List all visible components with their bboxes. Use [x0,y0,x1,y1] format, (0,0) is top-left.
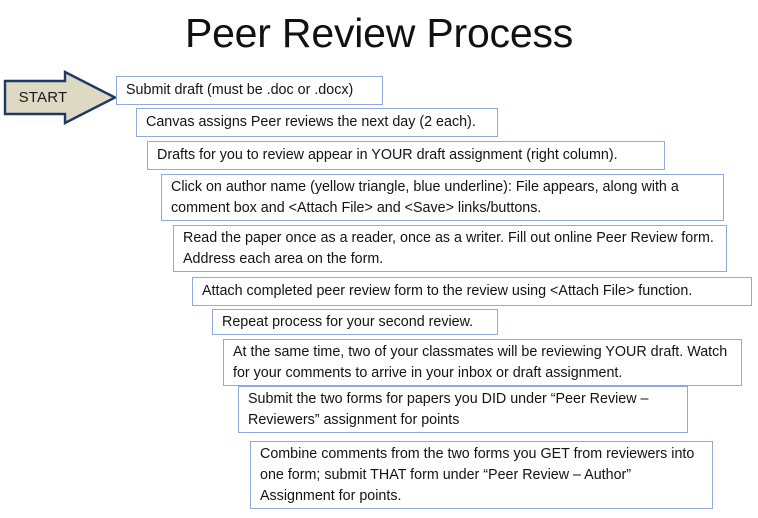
step-text-8: At the same time, two of your classmates… [233,343,728,381]
step-box-7[interactable]: Repeat process for your second review. [212,309,498,335]
step-box-2[interactable]: Canvas assigns Peer reviews the next day… [136,108,498,137]
step-text-3: Drafts for you to review appear in YOUR … [157,147,618,163]
page-title: Peer Review Process [184,10,574,56]
step-box-9[interactable]: Submit the two forms for papers you DID … [238,386,688,433]
step-text-9: Submit the two forms for papers you DID … [248,390,649,428]
step-text-10: Combine comments from the two forms you … [260,445,695,504]
step-text-5: Read the paper once as a reader, once as… [183,229,714,267]
step-box-8[interactable]: At the same time, two of your classmates… [223,339,742,386]
start-arrow-icon [3,70,118,125]
step-text-7: Repeat process for your second review. [222,313,474,330]
step-text-4: Click on author name (yellow triangle, b… [171,178,679,216]
step-text-6: Attach completed peer review form to the… [202,283,693,299]
step-box-6[interactable]: Attach completed peer review form to the… [192,277,752,306]
step-text-1: Submit draft (must be .doc or .docx) [126,82,354,98]
start-arrow-shape[interactable]: START [2,70,118,125]
step-box-5[interactable]: Read the paper once as a reader, once as… [173,225,727,272]
step-box-1[interactable]: Submit draft (must be .doc or .docx) [116,76,383,105]
step-box-4[interactable]: Click on author name (yellow triangle, b… [161,174,724,221]
step-box-10[interactable]: Combine comments from the two forms you … [250,441,713,509]
step-box-3[interactable]: Drafts for you to review appear in YOUR … [147,141,665,170]
step-text-2: Canvas assigns Peer reviews the next day… [146,114,476,130]
